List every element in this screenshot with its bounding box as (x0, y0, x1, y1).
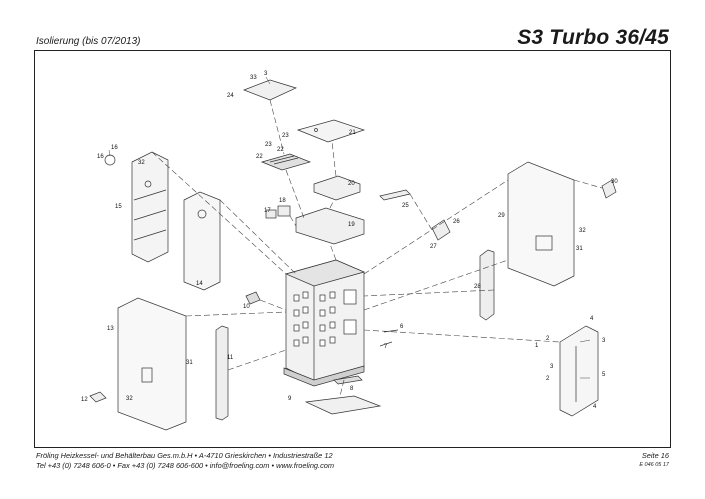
part-label-15: 15 (115, 204, 122, 210)
part-label-23b: 23 (282, 133, 289, 139)
bottom-bracket (333, 375, 363, 385)
part-label-22a: 22 (256, 154, 263, 160)
part-label-11: 11 (227, 355, 234, 361)
part-label-6: 6 (400, 324, 404, 330)
part-label-7: 7 (384, 344, 388, 350)
part-label-16b: 16 (97, 154, 104, 160)
model-title: S3 Turbo 36/45 (517, 26, 669, 49)
part-label-16a: 16 (111, 145, 118, 151)
part-label-2a: 2 (546, 336, 550, 342)
part-label-9: 9 (288, 396, 292, 402)
part-label-5: 5 (602, 372, 606, 378)
part-label-31a: 31 (186, 360, 193, 366)
document-number: E 046 05 17 (639, 462, 669, 468)
part-label-8: 8 (350, 386, 354, 392)
part-label-25: 25 (402, 203, 409, 209)
part-label-2b: 2 (546, 376, 550, 382)
part-label-20: 20 (348, 181, 355, 187)
part-label-17: 17 (264, 208, 271, 214)
top-panel (243, 79, 297, 101)
insulation-block-20 (313, 175, 361, 201)
drawing-frame (34, 50, 671, 448)
base-plate (304, 395, 382, 415)
section-title: Isolierung (bis 07/2013) (36, 36, 141, 47)
part-label-32a: 32 (138, 160, 145, 166)
part-label-27: 27 (430, 244, 437, 250)
part-label-31b: 31 (576, 246, 583, 252)
left-side-cover (117, 297, 187, 431)
part-label-30: 30 (611, 179, 618, 185)
part-label-28: 28 (474, 284, 481, 290)
door (559, 325, 599, 417)
top-cover (296, 119, 366, 143)
part-label-13: 13 (107, 326, 114, 332)
part-label-32b: 32 (579, 228, 586, 234)
part-label-12: 12 (81, 397, 88, 403)
part-label-26: 26 (453, 219, 460, 225)
part-label-4b: 4 (593, 404, 597, 410)
part-label-1: 1 (535, 343, 539, 349)
part-label-21: 21 (349, 130, 356, 136)
insulation-block-19 (295, 207, 365, 245)
front-panel (183, 191, 221, 291)
part-label-23a: 23 (265, 142, 272, 148)
part-label-18: 18 (279, 198, 286, 204)
company-contact: Tel +43 (0) 7248 606-0 • Fax +43 (0) 724… (36, 461, 335, 470)
part-label-29: 29 (498, 213, 505, 219)
part-label-19: 19 (348, 222, 355, 228)
part-label-3c: 3 (550, 364, 554, 370)
part-label-32c: 32 (126, 396, 133, 402)
right-side-cover (507, 161, 575, 287)
part-label-22b: 22 (277, 147, 284, 153)
control-module (260, 153, 312, 171)
part-label-3a: 3 (264, 71, 268, 77)
part-label-14: 14 (196, 281, 203, 287)
page-number: Seite 16 (641, 451, 669, 460)
boiler-body (283, 259, 366, 387)
part-label-24: 24 (227, 93, 234, 99)
part-label-3b: 3 (602, 338, 606, 344)
company-address: Fröling Heizkessel- und Behälterbau Ges.… (36, 451, 333, 460)
part-label-33: 33 (250, 75, 257, 81)
part-label-4a: 4 (590, 316, 594, 322)
exploded-view-diagram: 1 2 2 3 3 3 4 4 5 6 7 8 9 10 11 12 13 14… (81, 71, 618, 431)
part-label-10: 10 (243, 304, 250, 310)
front-insulation-panel (131, 151, 169, 263)
